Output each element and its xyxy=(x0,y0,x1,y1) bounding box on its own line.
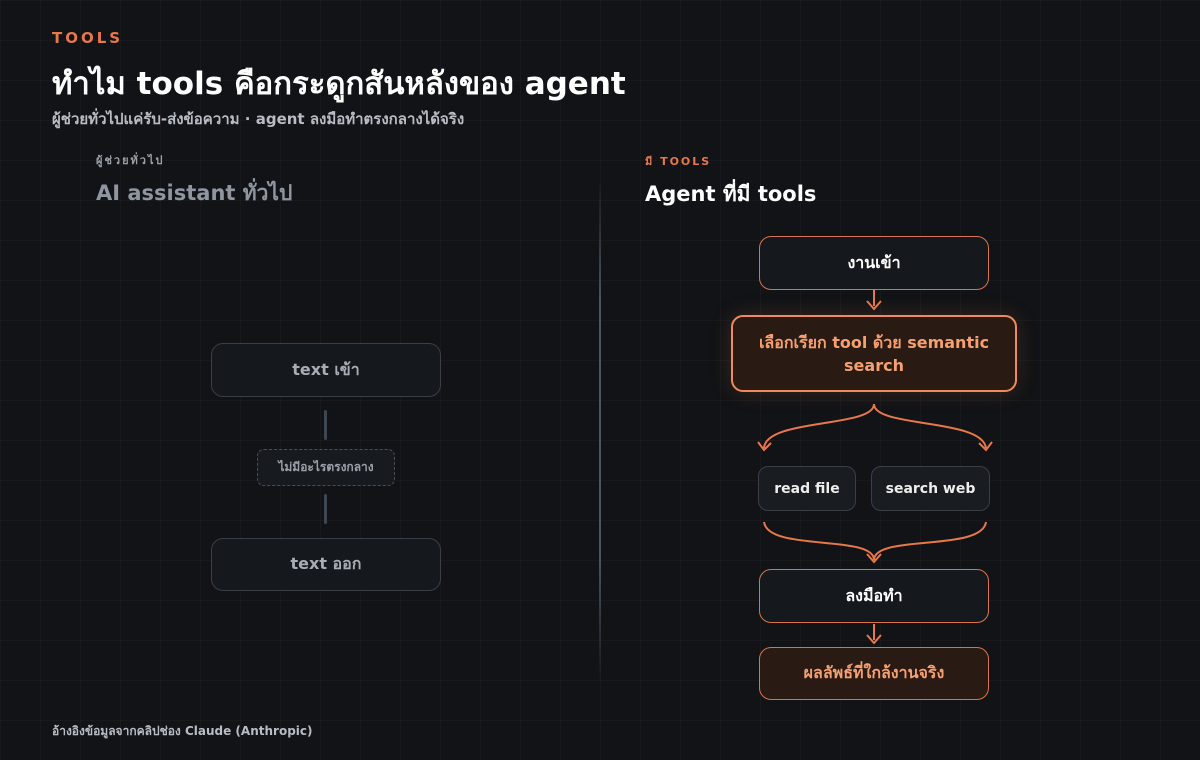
tool-search-web: search web xyxy=(871,466,990,511)
source-footnote: อ้างอิงข้อมูลจากคลิปช่อง Claude (Anthrop… xyxy=(52,724,313,738)
result-box: ผลลัพธ์ที่ใกล้งานจริง xyxy=(759,647,989,700)
left-column-eyebrow: ผู้ช่วยทั่วไป xyxy=(96,154,165,167)
act-box: ลงมือทำ xyxy=(759,569,989,623)
act-label: ลงมือทำ xyxy=(845,585,903,605)
right-column-eyebrow: มี TOOLS xyxy=(645,155,712,168)
left-output-box: text ออก xyxy=(211,538,441,591)
result-label: ผลลัพธ์ที่ใกล้งานจริง xyxy=(803,663,945,682)
left-connector-top xyxy=(324,410,327,440)
page-subtitle: ผู้ช่วยทั่วไปแค่รับ-ส่งข้อความ · agent ล… xyxy=(52,110,465,128)
section-eyebrow: TOOLS xyxy=(52,29,124,47)
left-empty-middle-label: ไม่มีอะไรตรงกลาง xyxy=(278,460,374,474)
branch-select-to-tools xyxy=(757,403,993,452)
left-input-box: text เข้า xyxy=(211,343,441,397)
right-input-box: งานเข้า xyxy=(759,236,989,290)
left-column-title: AI assistant ทั่วไป xyxy=(96,181,293,205)
right-column-title: Agent ที่มี tools xyxy=(645,182,817,206)
tool-read-file-label: read file xyxy=(774,480,840,497)
left-empty-middle-box: ไม่มีอะไรตรงกลาง xyxy=(257,449,395,486)
tool-selection-label: เลือกเรียก tool ด้วย semantic search xyxy=(758,332,990,375)
left-connector-bottom xyxy=(324,494,327,524)
right-input-label: งานเข้า xyxy=(847,252,901,272)
arrow-input-to-select xyxy=(866,290,882,311)
tool-selection-box: เลือกเรียก tool ด้วย semantic search xyxy=(731,315,1017,392)
column-divider xyxy=(599,178,601,683)
arrow-act-to-result xyxy=(866,624,882,645)
left-output-label: text ออก xyxy=(290,554,362,573)
merge-tools-to-act xyxy=(763,521,987,564)
page-title: ทำไม tools คือกระดูกสันหลังของ agent xyxy=(52,66,626,102)
tool-search-web-label: search web xyxy=(885,480,976,497)
tool-read-file: read file xyxy=(758,466,856,511)
left-input-label: text เข้า xyxy=(292,359,360,379)
